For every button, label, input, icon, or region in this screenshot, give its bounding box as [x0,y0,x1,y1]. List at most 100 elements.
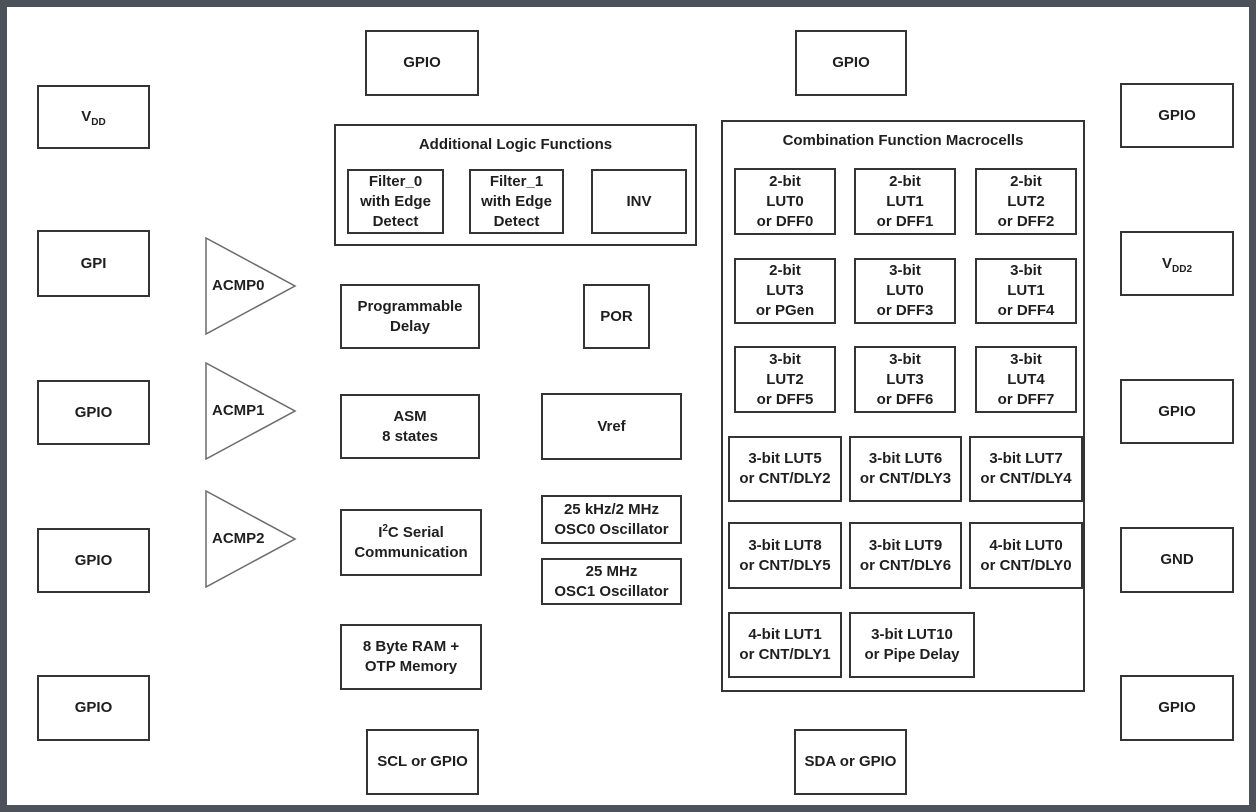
block-line: Communication [354,543,468,561]
inv-block: INV [591,169,687,234]
macrocell-3bit-lut9-cntdly6: 3-bit LUT9 or CNT/DLY6 [849,522,962,589]
pin-vdd2: VDD2 [1120,231,1234,296]
additional-logic-functions-group: Additional Logic Functions Filter_0 with… [334,124,697,246]
block-line: or DFF4 [997,302,1055,319]
acmp1-label: ACMP1 [212,402,265,419]
acmp2-block: ACMP2 [205,490,297,588]
block-line: Delay [389,317,431,335]
block-line: or DFF5 [756,390,814,408]
block-line: LUT0 [766,192,804,210]
block-line: 3-bit LUT9 [868,536,943,554]
block-line: 3-bit LUT8 [748,536,822,554]
pin-label: SDA or GPIO [804,753,897,770]
pin-gpi: GPI [37,230,150,297]
macrocell-3bit-lut2-dff5: 3-bit LUT2 or DFF5 [734,346,836,413]
block-line: 4-bit LUT0 [989,536,1063,554]
block-line: or DFF3 [876,302,934,319]
pin-gpio-left-2: GPIO [37,528,150,593]
block-line: 2-bit [769,172,801,190]
block-line: LUT0 [886,282,924,299]
block-line: OSC1 Oscillator [554,582,669,600]
pin-label: GPIO [1158,699,1196,716]
block-line: or DFF6 [876,390,934,408]
block-line: or DFF1 [876,212,934,230]
macrocell-3bit-lut0-dff3: 3-bit LUT0 or DFF3 [854,258,956,324]
pin-label: SCL or GPIO [377,753,468,770]
block-line: INV [626,192,652,210]
block-line: LUT1 [1007,282,1045,299]
block-line: or CNT/DLY2 [739,470,831,487]
macrocell-3bit-lut3-dff6: 3-bit LUT3 or DFF6 [854,346,956,413]
acmp2-label: ACMP2 [212,530,265,547]
pin-label: GPIO [74,699,113,716]
block-line: LUT4 [1007,370,1045,388]
pin-label: GND [1160,551,1194,568]
block-line: 2-bit [769,262,801,279]
ram-otp-memory-block: 8 Byte RAM + OTP Memory [340,624,482,690]
pin-label: GPIO [74,551,113,569]
block-line: Programmable [357,297,463,315]
macrocell-4bit-lut0-cntdly0: 4-bit LUT0 or CNT/DLY0 [969,522,1083,589]
pin-label: GPIO [403,54,441,71]
block-line: 3-bit LUT7 [989,450,1063,467]
block-line: 3-bit LUT10 [871,626,953,643]
pin-gpio-top-right: GPIO [795,30,907,96]
block-line: 4-bit LUT1 [748,626,822,643]
macrocell-3bit-lut4-dff7: 3-bit LUT4 or DFF7 [975,346,1077,413]
macrocell-4bit-lut1-cntdly1: 4-bit LUT1 or CNT/DLY1 [728,612,842,678]
block-line: POR [600,307,633,325]
pin-label: GPIO [74,403,113,421]
pin-gpio-left-3: GPIO [37,675,150,741]
block-line: LUT2 [1007,192,1045,210]
macrocell-3bit-lut6-cntdly3: 3-bit LUT6 or CNT/DLY3 [849,436,962,502]
vref-block: Vref [541,393,682,460]
block-line: 3-bit LUT6 [868,450,943,467]
block-line: or CNT/DLY4 [980,470,1072,487]
pin-label: GPI [80,254,107,272]
block-line: or Pipe Delay [864,646,960,663]
block-line: 8 Byte RAM + [362,638,460,655]
macrocell-2bit-lut2-dff2: 2-bit LUT2 or DFF2 [975,168,1077,235]
block-line: 8 states [382,427,438,445]
block-line: or CNT/DLY5 [739,556,831,574]
pin-label: VDD [81,108,106,128]
block-line: 25 kHz/2 MHz [563,500,660,518]
block-line: 2-bit [1010,172,1042,190]
pin-vdd: VDD [37,85,150,149]
block-line: LUT3 [766,282,804,299]
comparator-triangle-icon [205,237,297,335]
macrocell-2bit-lut1-dff1: 2-bit LUT1 or DFF1 [854,168,956,235]
pin-gpio-right-2: GPIO [1120,379,1234,444]
macrocell-3bit-lut10-pipedelay: 3-bit LUT10 or Pipe Delay [849,612,975,678]
block-line: or DFF7 [997,390,1055,408]
pin-scl-or-gpio: SCL or GPIO [366,729,479,795]
asm-block: ASM 8 states [340,394,480,459]
pin-gpio-right-1: GPIO [1120,83,1234,148]
pin-gpio-left-1: GPIO [37,380,150,445]
block-line: with Edge [481,192,552,210]
block-line: or DFF2 [997,212,1055,230]
combination-function-macrocells-group: Combination Function Macrocells 2-bit LU… [721,120,1085,692]
osc0-block: 25 kHz/2 MHz OSC0 Oscillator [541,495,682,544]
group-title: Additional Logic Functions [418,136,613,153]
pin-label: GPIO [1158,106,1196,124]
pin-sda-or-gpio: SDA or GPIO [794,729,907,795]
pin-gnd: GND [1120,527,1234,593]
block-line: 3-bit [769,350,801,368]
programmable-delay-block: Programmable Delay [340,284,480,349]
block-line: or CNT/DLY3 [859,470,952,487]
block-line: OTP Memory [364,658,458,675]
block-line: OSC0 Oscillator [554,520,669,538]
block-line: or DFF0 [756,212,814,230]
group-title: Combination Function Macrocells [782,132,1024,149]
block-line: 3-bit [889,262,921,279]
block-line: 25 MHz [585,562,638,580]
filter0-block: Filter_0 with Edge Detect [347,169,444,234]
block-line: or CNT/DLY6 [859,556,952,574]
acmp1-block: ACMP1 [205,362,297,460]
block-line: 3-bit LUT5 [748,450,822,467]
pin-gpio-right-3: GPIO [1120,675,1234,741]
macrocell-3bit-lut5-cntdly2: 3-bit LUT5 or CNT/DLY2 [728,436,842,502]
i2c-serial-block: I2C Serial Communication [340,509,482,576]
macrocell-3bit-lut7-cntdly4: 3-bit LUT7 or CNT/DLY4 [969,436,1083,502]
